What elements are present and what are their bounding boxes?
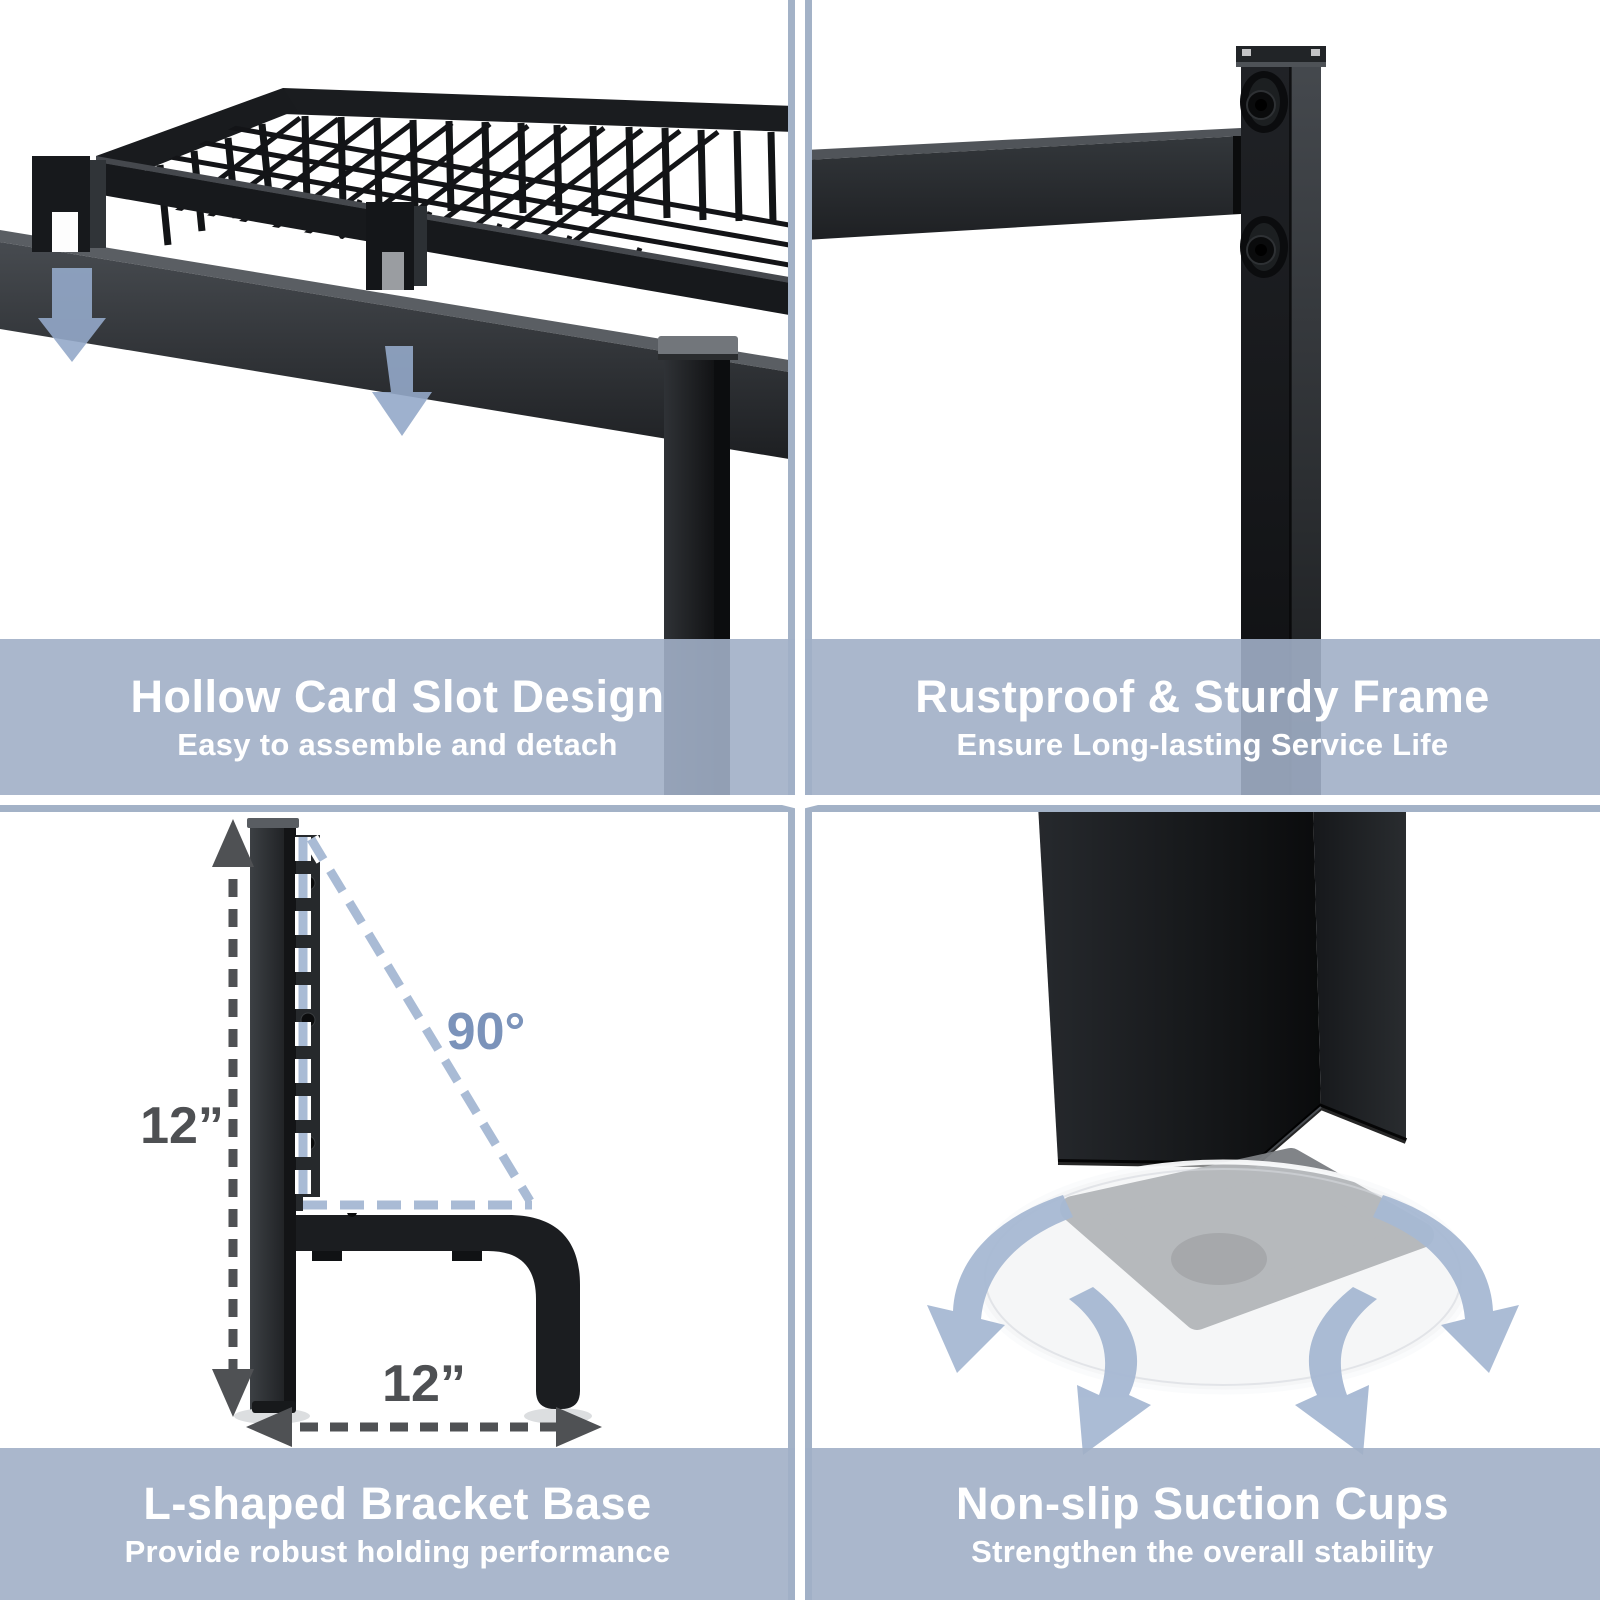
panel-title: Non-slip Suction Cups: [956, 1478, 1449, 1529]
angle-triangle: [295, 834, 537, 1213]
panel-divider: [805, 0, 812, 795]
panel-subtitle: Easy to assemble and detach: [177, 727, 618, 762]
down-arrow-icon: [372, 346, 432, 436]
caption-band: L-shaped Bracket Base Provide robust hol…: [0, 1448, 795, 1600]
suction-cup-disc: [973, 1159, 1473, 1395]
panel-divider: [788, 0, 795, 795]
caption-band: Rustproof & Sturdy Frame Ensure Long-las…: [805, 639, 1600, 795]
panel-divider: [0, 805, 795, 812]
panel-sturdy-frame: Rustproof & Sturdy Frame Ensure Long-las…: [805, 0, 1600, 795]
bracket-pole: [234, 818, 320, 1424]
width-measure-arrow: [246, 1407, 602, 1447]
basket-and-rail-illustration: [0, 88, 795, 795]
swirl-arrow-icon: [1295, 1287, 1377, 1455]
height-measure-arrow: [212, 819, 254, 1417]
caption-band: Non-slip Suction Cups Strengthen the ove…: [805, 1448, 1600, 1600]
post-bottom: [1038, 805, 1408, 1169]
panel-title: Rustproof & Sturdy Frame: [915, 671, 1490, 722]
suction-cup-illustration: [927, 805, 1519, 1455]
panel-subtitle: Provide robust holding performance: [124, 1534, 671, 1569]
panel-divider: [805, 805, 812, 1600]
panel-subtitle: Strengthen the overall stability: [971, 1534, 1434, 1569]
panel-hollow-card-slot: Hollow Card Slot Design Easy to assemble…: [0, 0, 795, 795]
screw-lower: [1240, 216, 1288, 278]
width-label: 12”: [382, 1355, 466, 1413]
frame-crossbar: [805, 128, 1243, 240]
panel-bracket-base: 90° 12” 12” L-shaped Bracket Base Provid…: [0, 805, 795, 1600]
swirl-arrow-icon: [927, 1195, 1073, 1373]
panel-divider: [805, 805, 1600, 812]
swirl-arrow-icon: [1373, 1195, 1519, 1373]
wire-basket: [96, 88, 795, 316]
caption-band: Hollow Card Slot Design Easy to assemble…: [0, 639, 795, 795]
panel-divider: [788, 805, 795, 1600]
height-label: 12”: [140, 1097, 224, 1155]
card-slot-hook-left: [32, 156, 106, 252]
bracket-diagram: 90° 12” 12”: [140, 818, 602, 1447]
panel-subtitle: Ensure Long-lasting Service Life: [956, 727, 1449, 762]
panel-suction-cups: Non-slip Suction Cups Strengthen the ove…: [805, 805, 1600, 1600]
screw-upper: [1240, 71, 1288, 133]
down-arrow-icon: [38, 268, 106, 362]
swirl-arrow-icon: [1069, 1287, 1151, 1455]
panel-title: L-shaped Bracket Base: [143, 1478, 652, 1529]
angle-label: 90°: [447, 1003, 526, 1061]
panel-title: Hollow Card Slot Design: [130, 671, 665, 722]
card-slot-hook-middle: [366, 202, 427, 290]
